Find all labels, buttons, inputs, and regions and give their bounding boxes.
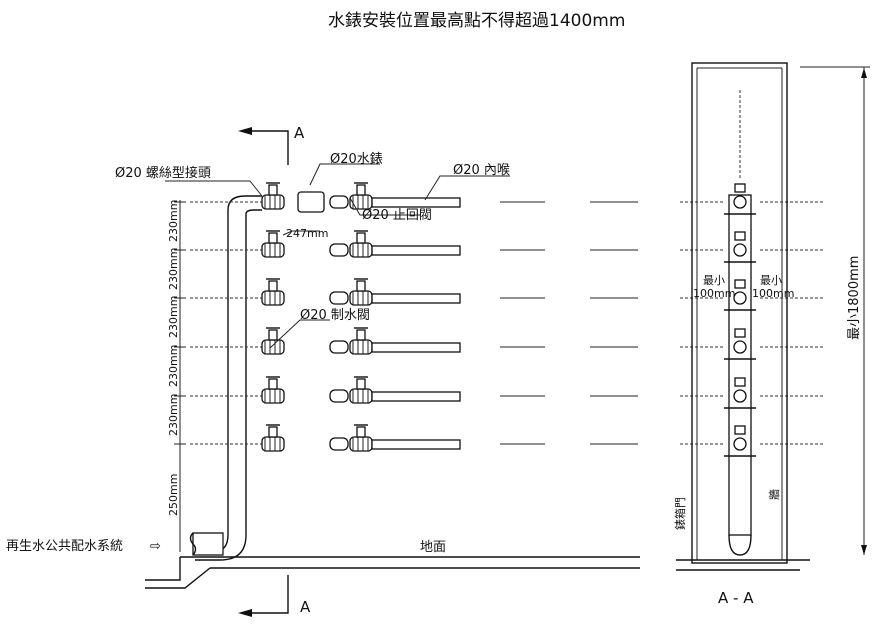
- label-inner-throat: Ø20 內喉: [453, 163, 510, 178]
- label-min-right: 最小: [760, 274, 782, 287]
- label-min-height: 最小1800mm: [847, 256, 862, 340]
- svg-text:A: A: [294, 124, 305, 142]
- valve-row: [190, 327, 825, 355]
- label-ground: 地面: [420, 540, 446, 555]
- section-mark-bottom: A: [238, 575, 311, 617]
- valve-row: [190, 376, 825, 404]
- dimension-label: 230mm: [167, 248, 180, 290]
- valve-row: [190, 182, 825, 213]
- label-wall: 牆: [767, 489, 781, 500]
- valve-rows: [190, 182, 825, 452]
- dimension-label: 230mm: [167, 345, 180, 387]
- section-title: A - A: [718, 589, 754, 607]
- dimension-label: 230mm: [167, 200, 180, 242]
- valve-row: [190, 278, 825, 306]
- section-aa: 最小1800mm 最小 100mm 最小 100mm 錶箱門 牆 A - A: [673, 62, 870, 607]
- label-stop-valve: Ø20 制水閥: [300, 308, 370, 323]
- dimension-label: 230mm: [167, 394, 180, 436]
- dimension-label: 230mm: [167, 296, 180, 338]
- label-supply: 再生水公共配水系統: [6, 539, 123, 554]
- label-check-valve: Ø20 止回閥: [362, 208, 432, 223]
- label-union: Ø20 螺絲型接頭: [115, 165, 211, 181]
- ground-slab: 地面: [145, 540, 640, 589]
- callouts: Ø20 螺絲型接頭 Ø20水錶 Ø20 內喉 Ø20 止回閥 247mm Ø20…: [115, 152, 510, 349]
- valve-row: [190, 424, 825, 452]
- label-spacing: 247mm: [286, 227, 328, 240]
- label-min-left: 最小: [703, 274, 725, 287]
- supply-arrow-icon: ⇨: [150, 539, 161, 554]
- label-meter: Ø20水錶: [330, 152, 383, 167]
- label-box-door: 錶箱門: [673, 497, 687, 530]
- diagram-title: 水錶安裝位置最高點不得超過1400mm: [328, 11, 625, 31]
- dimension-label: 250mm: [167, 474, 180, 516]
- label-min-left-value: 100mm: [693, 287, 735, 300]
- dimension-column: 230mm 230mm 230mm 230mm 230mm 250mm: [167, 200, 186, 552]
- meter-icon: [297, 191, 325, 213]
- label-min-right-value: 100mm: [752, 287, 794, 300]
- section-mark-top: A: [238, 124, 305, 165]
- svg-text:A: A: [300, 598, 311, 616]
- valve-row: [190, 230, 825, 258]
- riser-pipe: [189, 195, 262, 561]
